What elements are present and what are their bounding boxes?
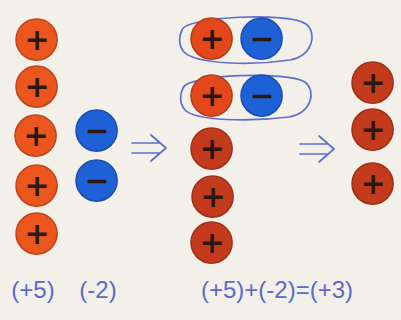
chip-sign: + bbox=[199, 81, 224, 111]
chip-sign: + bbox=[199, 24, 224, 54]
counter-chip: + bbox=[15, 164, 58, 207]
equation-label: (+5) bbox=[11, 277, 54, 303]
chip-sign: + bbox=[199, 228, 224, 258]
chip-sign: − bbox=[249, 81, 274, 111]
chip-circle bbox=[352, 62, 393, 103]
equation-label: (+5)+(-2)=(+3) bbox=[201, 277, 353, 303]
counter-chip: − bbox=[75, 159, 118, 202]
chip-sign: + bbox=[24, 72, 49, 102]
chip-sign: + bbox=[24, 171, 49, 201]
chip-circle bbox=[16, 213, 57, 254]
chip-sign: + bbox=[360, 115, 385, 145]
counter-chip: + bbox=[191, 175, 234, 218]
chip-sign: + bbox=[24, 219, 49, 249]
counter-chip: + bbox=[15, 18, 58, 61]
chip-sign: − bbox=[249, 24, 274, 54]
counter-chip: − bbox=[75, 109, 118, 152]
chip-circle bbox=[352, 163, 393, 204]
counter-chip: + bbox=[351, 162, 394, 205]
pair-loop bbox=[181, 75, 311, 120]
counter-chip: + bbox=[15, 212, 58, 255]
chip-circle bbox=[76, 110, 117, 151]
chip-sign: + bbox=[24, 25, 49, 55]
chip-circle bbox=[241, 18, 282, 59]
counter-chip: + bbox=[190, 221, 233, 264]
counter-chip: + bbox=[14, 114, 57, 157]
chip-sign: + bbox=[360, 169, 385, 199]
double-arrow bbox=[132, 135, 166, 161]
counter-chip: + bbox=[190, 17, 233, 60]
chip-circle bbox=[191, 128, 232, 169]
chip-circle bbox=[76, 160, 117, 201]
chip-circle bbox=[15, 115, 56, 156]
pair-loop bbox=[180, 17, 312, 63]
chip-sign: + bbox=[199, 134, 224, 164]
counter-chip: + bbox=[190, 127, 233, 170]
counter-chip: + bbox=[190, 74, 233, 117]
chip-circle bbox=[16, 165, 57, 206]
chip-sign: + bbox=[23, 121, 48, 151]
counter-chip: + bbox=[351, 108, 394, 151]
chip-circle bbox=[191, 222, 232, 263]
double-arrow bbox=[300, 136, 334, 162]
chip-sign: − bbox=[84, 116, 109, 146]
chip-circle bbox=[191, 18, 232, 59]
chip-sign: + bbox=[200, 182, 225, 212]
counter-chip: − bbox=[240, 74, 283, 117]
counter-chip: + bbox=[15, 65, 58, 108]
chip-circle bbox=[192, 176, 233, 217]
chip-circle bbox=[16, 66, 57, 107]
chip-circle bbox=[191, 75, 232, 116]
counter-chip: + bbox=[351, 61, 394, 104]
chip-circle bbox=[352, 109, 393, 150]
equation-label: (-2) bbox=[79, 277, 116, 303]
counter-chip: − bbox=[240, 17, 283, 60]
chip-sign: − bbox=[84, 166, 109, 196]
chip-sign: + bbox=[360, 68, 385, 98]
chip-circle bbox=[241, 75, 282, 116]
chip-circle bbox=[16, 19, 57, 60]
